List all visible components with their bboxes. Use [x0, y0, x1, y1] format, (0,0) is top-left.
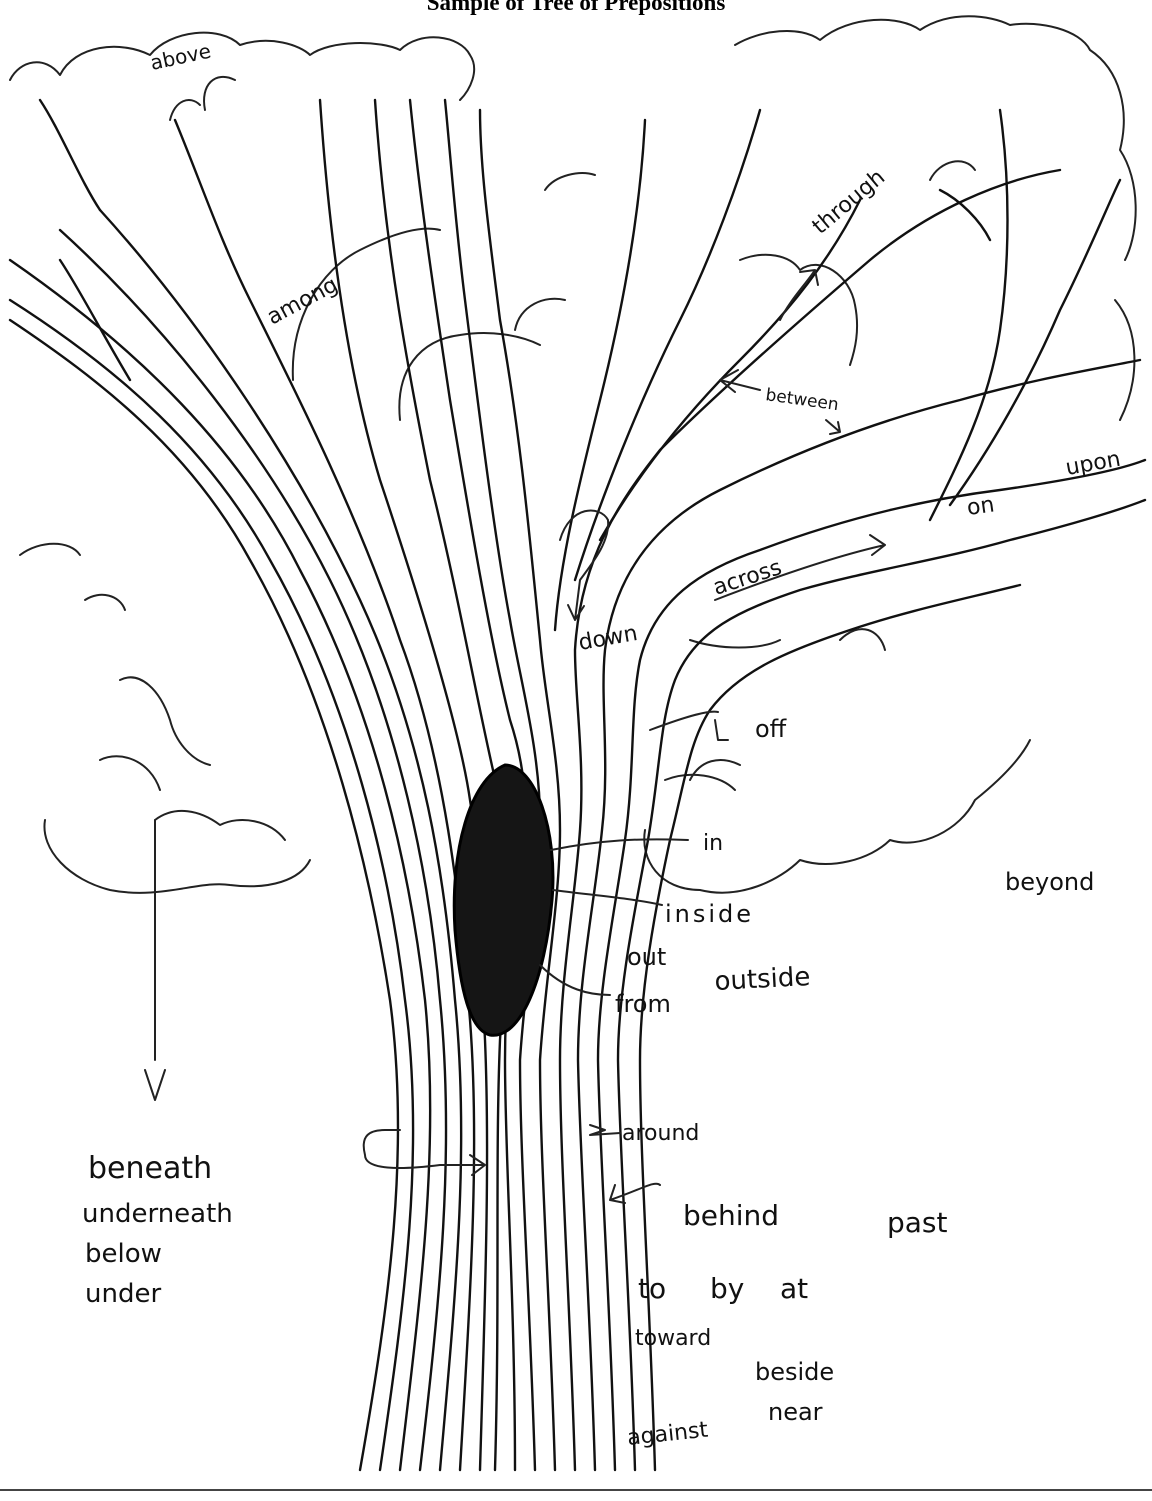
foliage-middle-clouds — [293, 173, 857, 420]
label-to: to — [638, 1272, 666, 1305]
label-through: through — [808, 165, 890, 240]
foliage-lower-left — [20, 544, 310, 893]
label-behind: behind — [683, 1199, 779, 1232]
label-on: on — [965, 492, 996, 521]
tree-hollow — [454, 765, 553, 1035]
tree-trunk-lines — [10, 100, 1145, 1470]
label-by: by — [710, 1272, 744, 1305]
label-beyond: beyond — [1005, 868, 1094, 896]
label-beside: beside — [755, 1358, 834, 1386]
label-toward: toward — [635, 1326, 711, 1351]
label-at: at — [780, 1272, 808, 1305]
label-in: in — [703, 831, 723, 856]
label-down: down — [577, 621, 640, 656]
label-outside: outside — [714, 962, 811, 997]
label-across: across — [710, 555, 785, 601]
label-near: near — [768, 1398, 823, 1426]
label-from: from — [615, 990, 671, 1018]
foliage-top-right — [735, 16, 1136, 420]
label-past: past — [887, 1206, 948, 1239]
label-off: off — [755, 715, 787, 743]
label-upon: upon — [1064, 447, 1123, 481]
label-out: out — [627, 943, 666, 971]
label-among: among — [263, 272, 342, 330]
label-beneath: beneath — [88, 1151, 212, 1186]
label-above: above — [148, 39, 213, 75]
label-around: around — [622, 1121, 699, 1146]
label-inside: inside — [665, 900, 754, 928]
label-between: between — [764, 385, 840, 415]
label-under: under — [85, 1279, 161, 1309]
foliage-top-left — [10, 33, 474, 120]
label-against: against — [626, 1418, 710, 1451]
label-underneath: underneath — [82, 1199, 233, 1229]
label-below: below — [85, 1239, 162, 1269]
